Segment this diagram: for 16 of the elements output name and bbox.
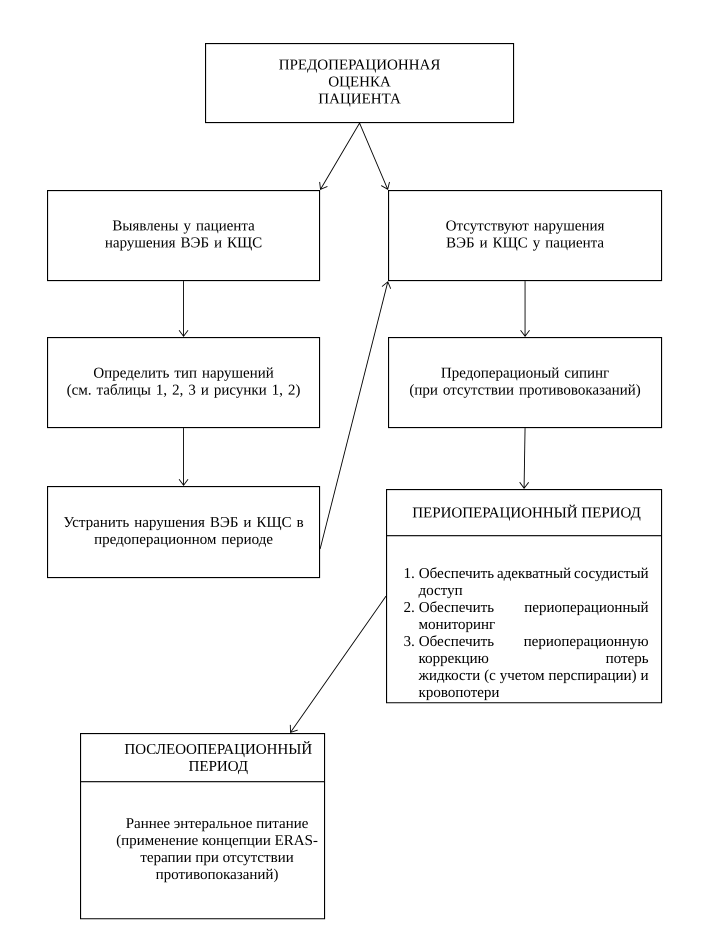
arrow <box>319 122 360 190</box>
arrow <box>520 280 530 337</box>
section-box: ПЕРИОПЕРАЦИОННЫЙ ПЕРИОД 1. Обеспечить адекватный сосудистый доступ 2. Обеспечить периоперационный мониторинг 3. Обеспечить периоперационную коррекцию потерь жидкости (с учетом перспирации) и кровопотери <box>386 489 662 704</box>
process-box: Выявлены у пациента нарушения ВЭБ и КЩС <box>47 190 320 282</box>
arrow <box>519 428 530 489</box>
arrow <box>359 122 390 190</box>
process-box: Предоперационый сипинг (при отсутствии противовоказаний) <box>388 337 662 428</box>
arrow <box>178 280 188 337</box>
section-box: ПОСЛЕООПЕРАЦИОННЫЙ ПЕРИОД Раннее энтеральное питание (применение концепции ERAS-терапии при отсутствии противопоказаний) <box>80 733 326 920</box>
process-box: Устранить нарушения ВЭБ и КЩС в предоперационном периоде <box>47 486 320 578</box>
arrow <box>320 281 392 550</box>
arrow <box>290 596 386 733</box>
process-box: Отсутствуют нарушения ВЭБ и КЩС у пациента <box>388 190 662 282</box>
process-box: ПРЕДОПЕРАЦИОННАЯ ОЦЕНКА ПАЦИЕНТА <box>205 43 514 124</box>
process-box: Определить тип нарушений (см. таблицы 1, 2, 3 и рисунки 1, 2) <box>47 337 320 428</box>
arrow <box>178 428 188 486</box>
